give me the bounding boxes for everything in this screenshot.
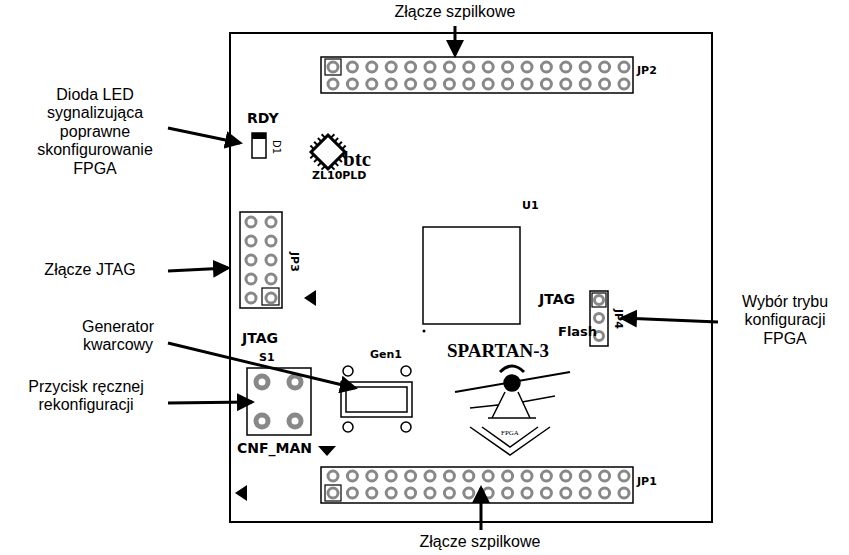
header-pins xyxy=(328,471,629,498)
callout-text: Złącze szpilkowe xyxy=(420,533,541,551)
pin1-marker xyxy=(325,485,341,501)
header-pins xyxy=(328,62,629,89)
jtag-header xyxy=(240,212,282,308)
logo-text: SPARTAN-3 xyxy=(447,340,549,362)
silkscreen-label: JTAG xyxy=(242,330,278,346)
silkscreen-label: JP1 xyxy=(637,476,657,489)
orientation-triangle xyxy=(304,290,316,306)
silkscreen-label: D1 xyxy=(271,140,283,154)
spartan-logo xyxy=(455,366,570,455)
pin1-marker xyxy=(262,288,279,305)
pin1-dot xyxy=(423,330,426,333)
pin1-marker xyxy=(325,59,341,75)
orientation-triangle xyxy=(318,446,336,456)
callout-text: Złącze szpilkowe xyxy=(395,3,516,21)
orientation-triangle xyxy=(235,485,247,501)
callout-arrows xyxy=(168,26,718,530)
crystal-oscillator xyxy=(341,366,412,432)
silkscreen-label: U1 xyxy=(522,200,539,213)
pin1-marker xyxy=(592,293,606,307)
silkscreen-label: JTAG xyxy=(539,291,575,307)
logo-text: FPGA xyxy=(501,429,519,437)
silkscreen-label: S1 xyxy=(259,352,275,365)
fpga-chip xyxy=(423,227,520,324)
led-footprint xyxy=(252,133,266,158)
pin-header xyxy=(321,57,633,93)
pcb-outline xyxy=(230,33,712,522)
silkscreen-label: CNF_MAN xyxy=(237,440,312,456)
callout-text: Złącze JTAG xyxy=(15,261,165,279)
header-pins xyxy=(246,217,276,303)
push-button xyxy=(247,368,311,435)
silkscreen-label: ZL10PLD xyxy=(312,170,367,183)
callout-text: Generator kwarcowy xyxy=(70,318,166,355)
callout-text: Przycisk ręcznej rekonfiguracji xyxy=(16,378,156,415)
silkscreen-label: JP4 xyxy=(611,309,624,329)
silkscreen-label: Gen1 xyxy=(370,349,402,362)
led-cathode xyxy=(252,133,266,139)
callout-text: Wybór trybu konfiguracji FPGA xyxy=(729,293,841,348)
silkscreen-label: RDY xyxy=(247,110,279,126)
silkscreen-label: Flash xyxy=(558,325,597,340)
logo-text: btc xyxy=(343,147,371,171)
silkscreen-label: JP2 xyxy=(637,65,657,78)
pin-header xyxy=(321,467,633,503)
callout-text: Dioda LED sygnalizująca poprawne skonfig… xyxy=(25,86,165,178)
silkscreen-label: JP3 xyxy=(287,252,300,272)
